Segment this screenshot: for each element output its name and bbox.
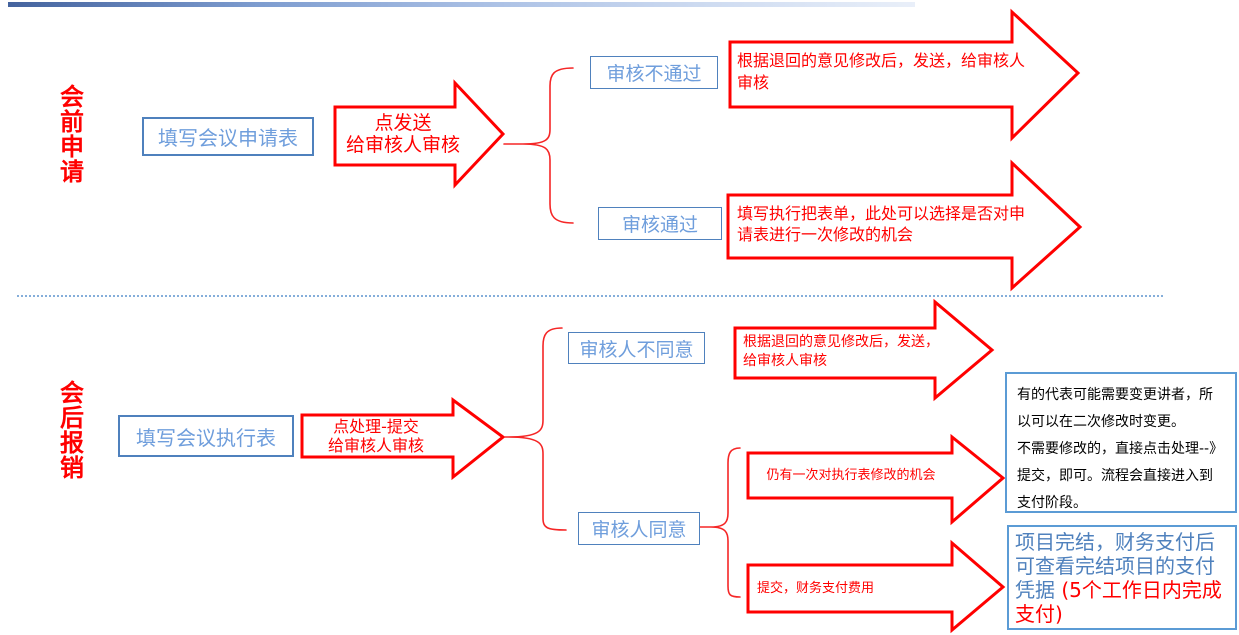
post-pass-condition-label: 审核人同意 <box>591 519 687 541</box>
pre-fail-condition-label: 审核不通过 <box>606 63 702 85</box>
submit-payment-arrow-shape <box>746 539 1006 634</box>
submit-payment-arrow-label: 提交，财务支付费用 <box>757 581 875 596</box>
post-branch-brace <box>504 327 567 531</box>
post-fail-result-arrow-shape <box>733 298 995 402</box>
pre-start-box-label: 填写会议申请表 <box>158 126 298 150</box>
section-label-post-meeting: 会后报销 <box>60 379 84 482</box>
note-box-modify-info: 有的代表可能需要变更讲者，所以可以在二次修改时变更。 不需要修改的，直接点击处理… <box>1005 372 1237 513</box>
pre-fail-result-arrow-shape <box>728 8 1081 142</box>
pre-fail-result-arrow-label: 根据退回的意见修改后，发送，给审核人审核 <box>737 51 1026 92</box>
pre-branch-brace <box>503 67 574 224</box>
post-start-box: 填写会议执行表 <box>118 415 294 457</box>
post-fail-result-arrow-label: 根据退回的意见修改后，发送，给审核人审核 <box>743 334 939 369</box>
pre-pass-result-arrow-label: 填写执行把表单，此处可以选择是否对申请表进行一次修改的机会 <box>737 204 1026 244</box>
agree-branch-brace <box>699 447 741 598</box>
submit-action-arrow-shape <box>300 397 506 481</box>
send-action-arrow-shape <box>333 79 506 189</box>
pre-start-box: 填写会议申请表 <box>142 117 314 156</box>
post-fail-condition-box: 审核人不同意 <box>568 332 705 364</box>
section-divider-dotted-line <box>17 295 1163 297</box>
pre-pass-result-arrow-shape <box>726 159 1083 292</box>
pre-pass-condition-label: 审核通过 <box>621 214 698 236</box>
modify-chance-arrow-shape <box>746 433 1006 526</box>
post-pass-condition-box: 审核人同意 <box>578 512 700 545</box>
note-payment-text-red: (5个工作日内完成支付) <box>1015 578 1222 626</box>
submit-action-arrow-label: 点处理-提交 给审核人审核 <box>327 417 424 455</box>
note-modify-text: 有的代表可能需要变更讲者，所以可以在二次修改时变更。 不需要修改的，直接点击处理… <box>1017 387 1224 511</box>
post-start-box-label: 填写会议执行表 <box>136 425 276 450</box>
top-gradient-rule <box>8 2 915 7</box>
modify-chance-arrow-label: 仍有一次对执行表修改的机会 <box>766 468 936 483</box>
pre-pass-condition-box: 审核通过 <box>598 207 722 240</box>
note-payment-text-blue: 项目完结，财务支付后可查看完结项目的支付凭据 <box>1015 530 1215 602</box>
pre-fail-condition-box: 审核不通过 <box>590 56 718 89</box>
post-fail-condition-label: 审核人不同意 <box>579 338 694 361</box>
note-box-payment-info: 项目完结，财务支付后可查看完结项目的支付凭据 (5个工作日内完成支付) <box>1007 525 1237 630</box>
section-label-pre-meeting: 会前申请 <box>60 83 84 186</box>
send-action-arrow-label: 点发送 给审核人审核 <box>345 112 460 156</box>
